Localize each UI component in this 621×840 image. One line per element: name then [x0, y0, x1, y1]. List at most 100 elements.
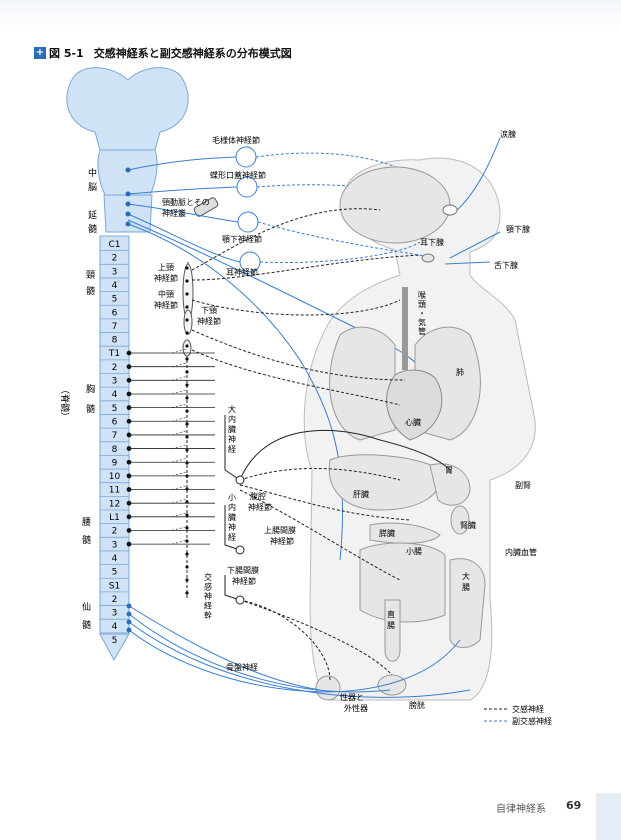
- adrenal-label: 副腎: [515, 481, 531, 490]
- small-intestine-label: 小腸: [406, 547, 422, 556]
- trunk-label-char: 交: [204, 572, 212, 582]
- page-edge-tab: [596, 793, 621, 840]
- communicating-ramus: [171, 416, 188, 422]
- inferior-cervical-label-1: 下頸: [201, 306, 217, 315]
- sacral-label-1: 仙: [82, 601, 91, 613]
- ls-label-char: 神: [228, 522, 236, 532]
- segment-sacral-3: 3: [112, 609, 118, 619]
- submandibular-ganglion-label: 顎下神経節: [222, 234, 262, 244]
- sympathetic-chain: [182, 262, 194, 600]
- bladder-label: 膀胱: [409, 700, 425, 710]
- segment-lumbar-1: L1: [109, 513, 120, 523]
- otic-ganglion-label: 耳神経節: [226, 267, 258, 277]
- medulla-label-1: 延: [88, 209, 97, 221]
- genitals-label-1: 性器と: [340, 692, 364, 702]
- larynx-label-char: 喉: [418, 290, 426, 300]
- submandibular-gland-label: 顎下腺: [506, 224, 530, 234]
- thoracic-label-2: 髄: [86, 403, 95, 415]
- communicating-ramus: [171, 485, 188, 490]
- chain-ganglion-dot: [185, 279, 189, 283]
- segment-sacral-1: S1: [109, 581, 120, 591]
- superior-mesenteric-label-1: 上腸間膜: [264, 525, 296, 535]
- chain-ganglion-dot: [185, 266, 189, 270]
- communicating-ramus: [171, 389, 188, 395]
- pterygopalatine-ganglion-label: 蝶形口蓋神経節: [210, 170, 266, 180]
- rectum-label-2: 腸: [387, 621, 395, 630]
- heart-label: 心臓: [405, 417, 421, 427]
- chain-ganglion-dot: [185, 487, 189, 491]
- rectum-shape: [384, 599, 401, 662]
- trunk-label-char: 幹: [204, 610, 212, 620]
- communicating-ramus: [171, 430, 188, 436]
- communicating-ramus: [171, 362, 188, 367]
- midbrain-label-2: 脳: [88, 181, 97, 193]
- large-intestine-shape: [449, 558, 486, 648]
- segment-cervical-8: 8: [112, 336, 118, 346]
- chain-ganglion-dot: [185, 435, 189, 439]
- medulla-label-2: 髄: [88, 223, 97, 235]
- chain-ganglion-dot: [185, 539, 189, 543]
- gs-label-char: 内: [228, 414, 236, 424]
- segment-thoracic-4: 4: [112, 390, 118, 400]
- segment-thoracic-2: 2: [112, 363, 118, 373]
- ls-label-char: 経: [228, 532, 236, 542]
- spinal-column: [99, 235, 130, 635]
- superior-mesenteric-label-2: 神経節: [270, 536, 294, 546]
- chain-ganglion-dot: [185, 578, 189, 582]
- filum-terminale: [99, 633, 130, 662]
- legend-parasympathetic-label: 副交感神経: [512, 716, 552, 726]
- brain-side: [339, 166, 451, 244]
- pancreas-label: 膵臓: [379, 528, 395, 538]
- segment-thoracic-12: 12: [109, 499, 120, 509]
- middle-cervical-label-1: 中頸: [158, 289, 174, 299]
- communicating-ramus: [171, 376, 188, 381]
- parotid-label: 耳下腺: [420, 237, 444, 247]
- kidney-label: 腎臓: [460, 520, 476, 530]
- chain-ganglion-dot: [185, 396, 189, 400]
- larynx-label-char: ・: [418, 309, 426, 318]
- lacrimal-gland-shape: [442, 204, 458, 216]
- communicating-ramus: [171, 348, 188, 354]
- preganglionic-fibers: [126, 348, 215, 547]
- segment-lumbar-3: 3: [112, 540, 118, 550]
- segment-thoracic-9: 9: [112, 458, 118, 468]
- legend-sympathetic-label: 交感神経: [512, 704, 544, 714]
- sympathetic-postganglionic: [191, 208, 421, 681]
- chain-ganglion-dot: [185, 513, 189, 517]
- segment-cervical-5: 5: [112, 295, 118, 305]
- superior-mesenteric-ganglion-shape: [235, 545, 245, 555]
- page-number: 69: [566, 799, 582, 812]
- carotid-plexus-label-2: 神経叢: [162, 208, 186, 218]
- celiac-ganglion-shape: [235, 475, 245, 485]
- cervical-label-1: 頸: [86, 270, 95, 281]
- celiac-label-2: 神経節: [248, 502, 272, 512]
- ls-label-char: 内: [228, 502, 236, 512]
- carotid-plexus: [193, 197, 219, 217]
- carotid-plexus-label-1: 頸動脈とその: [162, 197, 210, 207]
- middle-cervical-label-2: 神経節: [154, 300, 178, 310]
- segment-cervical-2: 2: [112, 254, 118, 264]
- communicating-ramus: [171, 498, 188, 504]
- genitals-shape: [315, 675, 341, 701]
- segment-thoracic-7: 7: [112, 431, 118, 441]
- brainstem-dots: [125, 167, 131, 227]
- segment-sacral-4: 4: [112, 622, 118, 632]
- segment-cervical-1: C1: [108, 240, 120, 250]
- large-intestine-label-1: 大: [462, 571, 470, 581]
- cervical-label-2: 髄: [86, 285, 95, 297]
- ls-label-char: 小: [228, 493, 236, 502]
- sublingual-label: 舌下腺: [494, 260, 518, 270]
- pelvic-parasympathetic: [128, 605, 471, 698]
- liver-shape: [328, 454, 442, 511]
- larynx-label: 喉頭・気管: [418, 290, 426, 336]
- top-band: [0, 0, 621, 30]
- communicating-ramus: [171, 471, 188, 477]
- segment-cervical-4: 4: [112, 281, 118, 291]
- midbrain-label-1: 中: [88, 167, 97, 179]
- chain-ganglia-dots: [185, 266, 189, 595]
- trunk-label-char: 感: [204, 582, 212, 592]
- liver-label: 肝臓: [353, 489, 369, 499]
- genitals-label-2: 外性器: [344, 703, 368, 713]
